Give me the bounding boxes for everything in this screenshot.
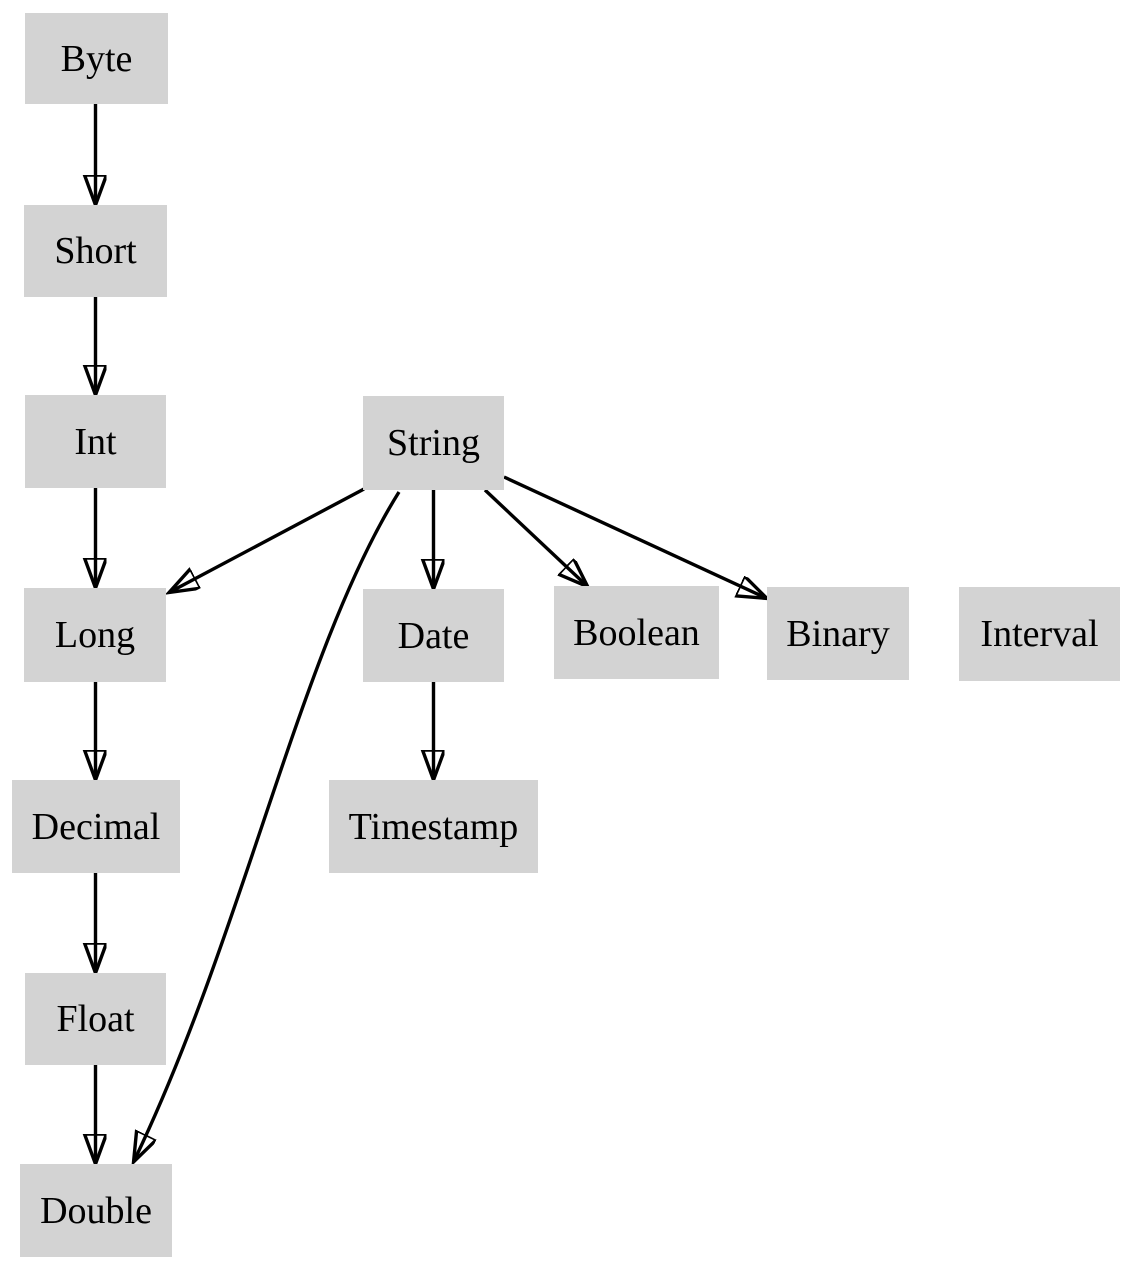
node-boolean: Boolean [554, 586, 719, 679]
node-interval-label: Interval [980, 613, 1099, 655]
node-short: Short [24, 205, 167, 297]
node-decimal: Decimal [12, 780, 180, 873]
node-double-label: Double [40, 1189, 152, 1232]
edge-string-to-binary [503, 475, 766, 598]
edge-string-to-boolean [483, 488, 587, 586]
node-int: Int [25, 395, 166, 488]
node-int-label: Int [74, 420, 117, 463]
node-timestamp: Timestamp [329, 780, 538, 873]
node-byte-label: Byte [60, 37, 133, 80]
node-double: Double [20, 1164, 172, 1257]
node-boolean-label: Boolean [573, 611, 700, 654]
edge-string-to-double [134, 491, 401, 1161]
node-decimal-label: Decimal [31, 805, 161, 848]
node-float-label: Float [56, 998, 135, 1040]
node-interval: Interval [959, 587, 1120, 681]
edge-string-to-long [170, 487, 365, 592]
node-string: String [363, 396, 504, 490]
node-short-label: Short [54, 230, 137, 272]
node-long: Long [24, 588, 166, 682]
node-date-label: Date [397, 614, 470, 657]
node-timestamp-label: Timestamp [348, 805, 519, 848]
node-binary-label: Binary [786, 612, 890, 655]
node-long-label: Long [54, 614, 136, 656]
node-float: Float [25, 973, 166, 1065]
node-date: Date [363, 589, 504, 682]
node-string-label: String [387, 422, 480, 464]
node-binary: Binary [767, 587, 909, 680]
node-byte: Byte [25, 13, 168, 104]
